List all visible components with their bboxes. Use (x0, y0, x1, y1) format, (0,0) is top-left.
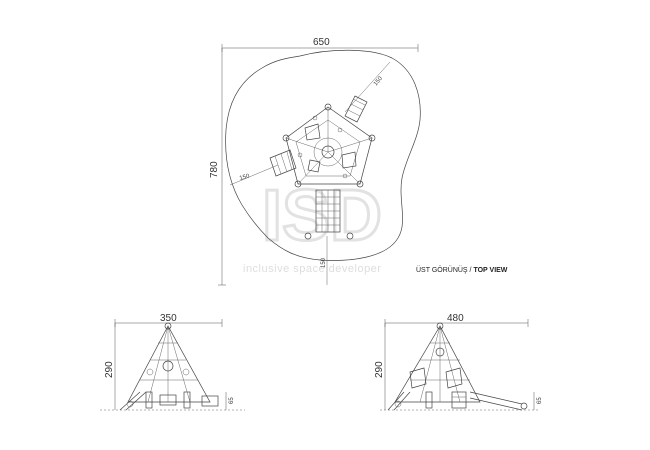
top-view-caption-en: TOP VIEW (473, 267, 507, 274)
side-view-right: 480 290 65 (374, 313, 543, 411)
bottom-net-ladder (304, 189, 354, 240)
side-view-1-base-label: 65 (229, 397, 235, 404)
side-view-2-width-label: 480 (447, 313, 464, 324)
radial-dim-left-label: 150 (239, 173, 251, 182)
top-view-height-label: 780 (209, 161, 220, 178)
top-view-width-label: 650 (313, 37, 330, 48)
side-view-1-width-label: 350 (160, 313, 177, 324)
side-view-2-base-label: 65 (537, 397, 543, 404)
upper-right-ladder (344, 95, 368, 123)
top-view: 650 780 150 150 150 (209, 37, 508, 286)
radial-dim-line-upper (344, 61, 391, 113)
side-view-1-height-label: 290 (104, 361, 115, 378)
safety-zone-outline (225, 49, 421, 261)
watermark-tagline: inclusive space developer (243, 263, 381, 275)
side-view-left: 350 290 65 (100, 313, 245, 411)
top-view-caption-tr: ÜST GÖRÜNÜŞ / (416, 266, 473, 274)
left-tunnel (269, 149, 297, 177)
top-view-caption: ÜST GÖRÜNÜŞ / TOP VIEW (416, 266, 508, 274)
radial-dim-bottom-label: 150 (321, 257, 327, 268)
pentagon-structure (282, 103, 376, 188)
side-view-2-height-label: 290 (374, 361, 385, 378)
watermark: ISD inclusive space developer (243, 175, 384, 276)
radial-dim-upper-label: 150 (373, 75, 384, 87)
radial-dim-line-left (229, 164, 279, 186)
